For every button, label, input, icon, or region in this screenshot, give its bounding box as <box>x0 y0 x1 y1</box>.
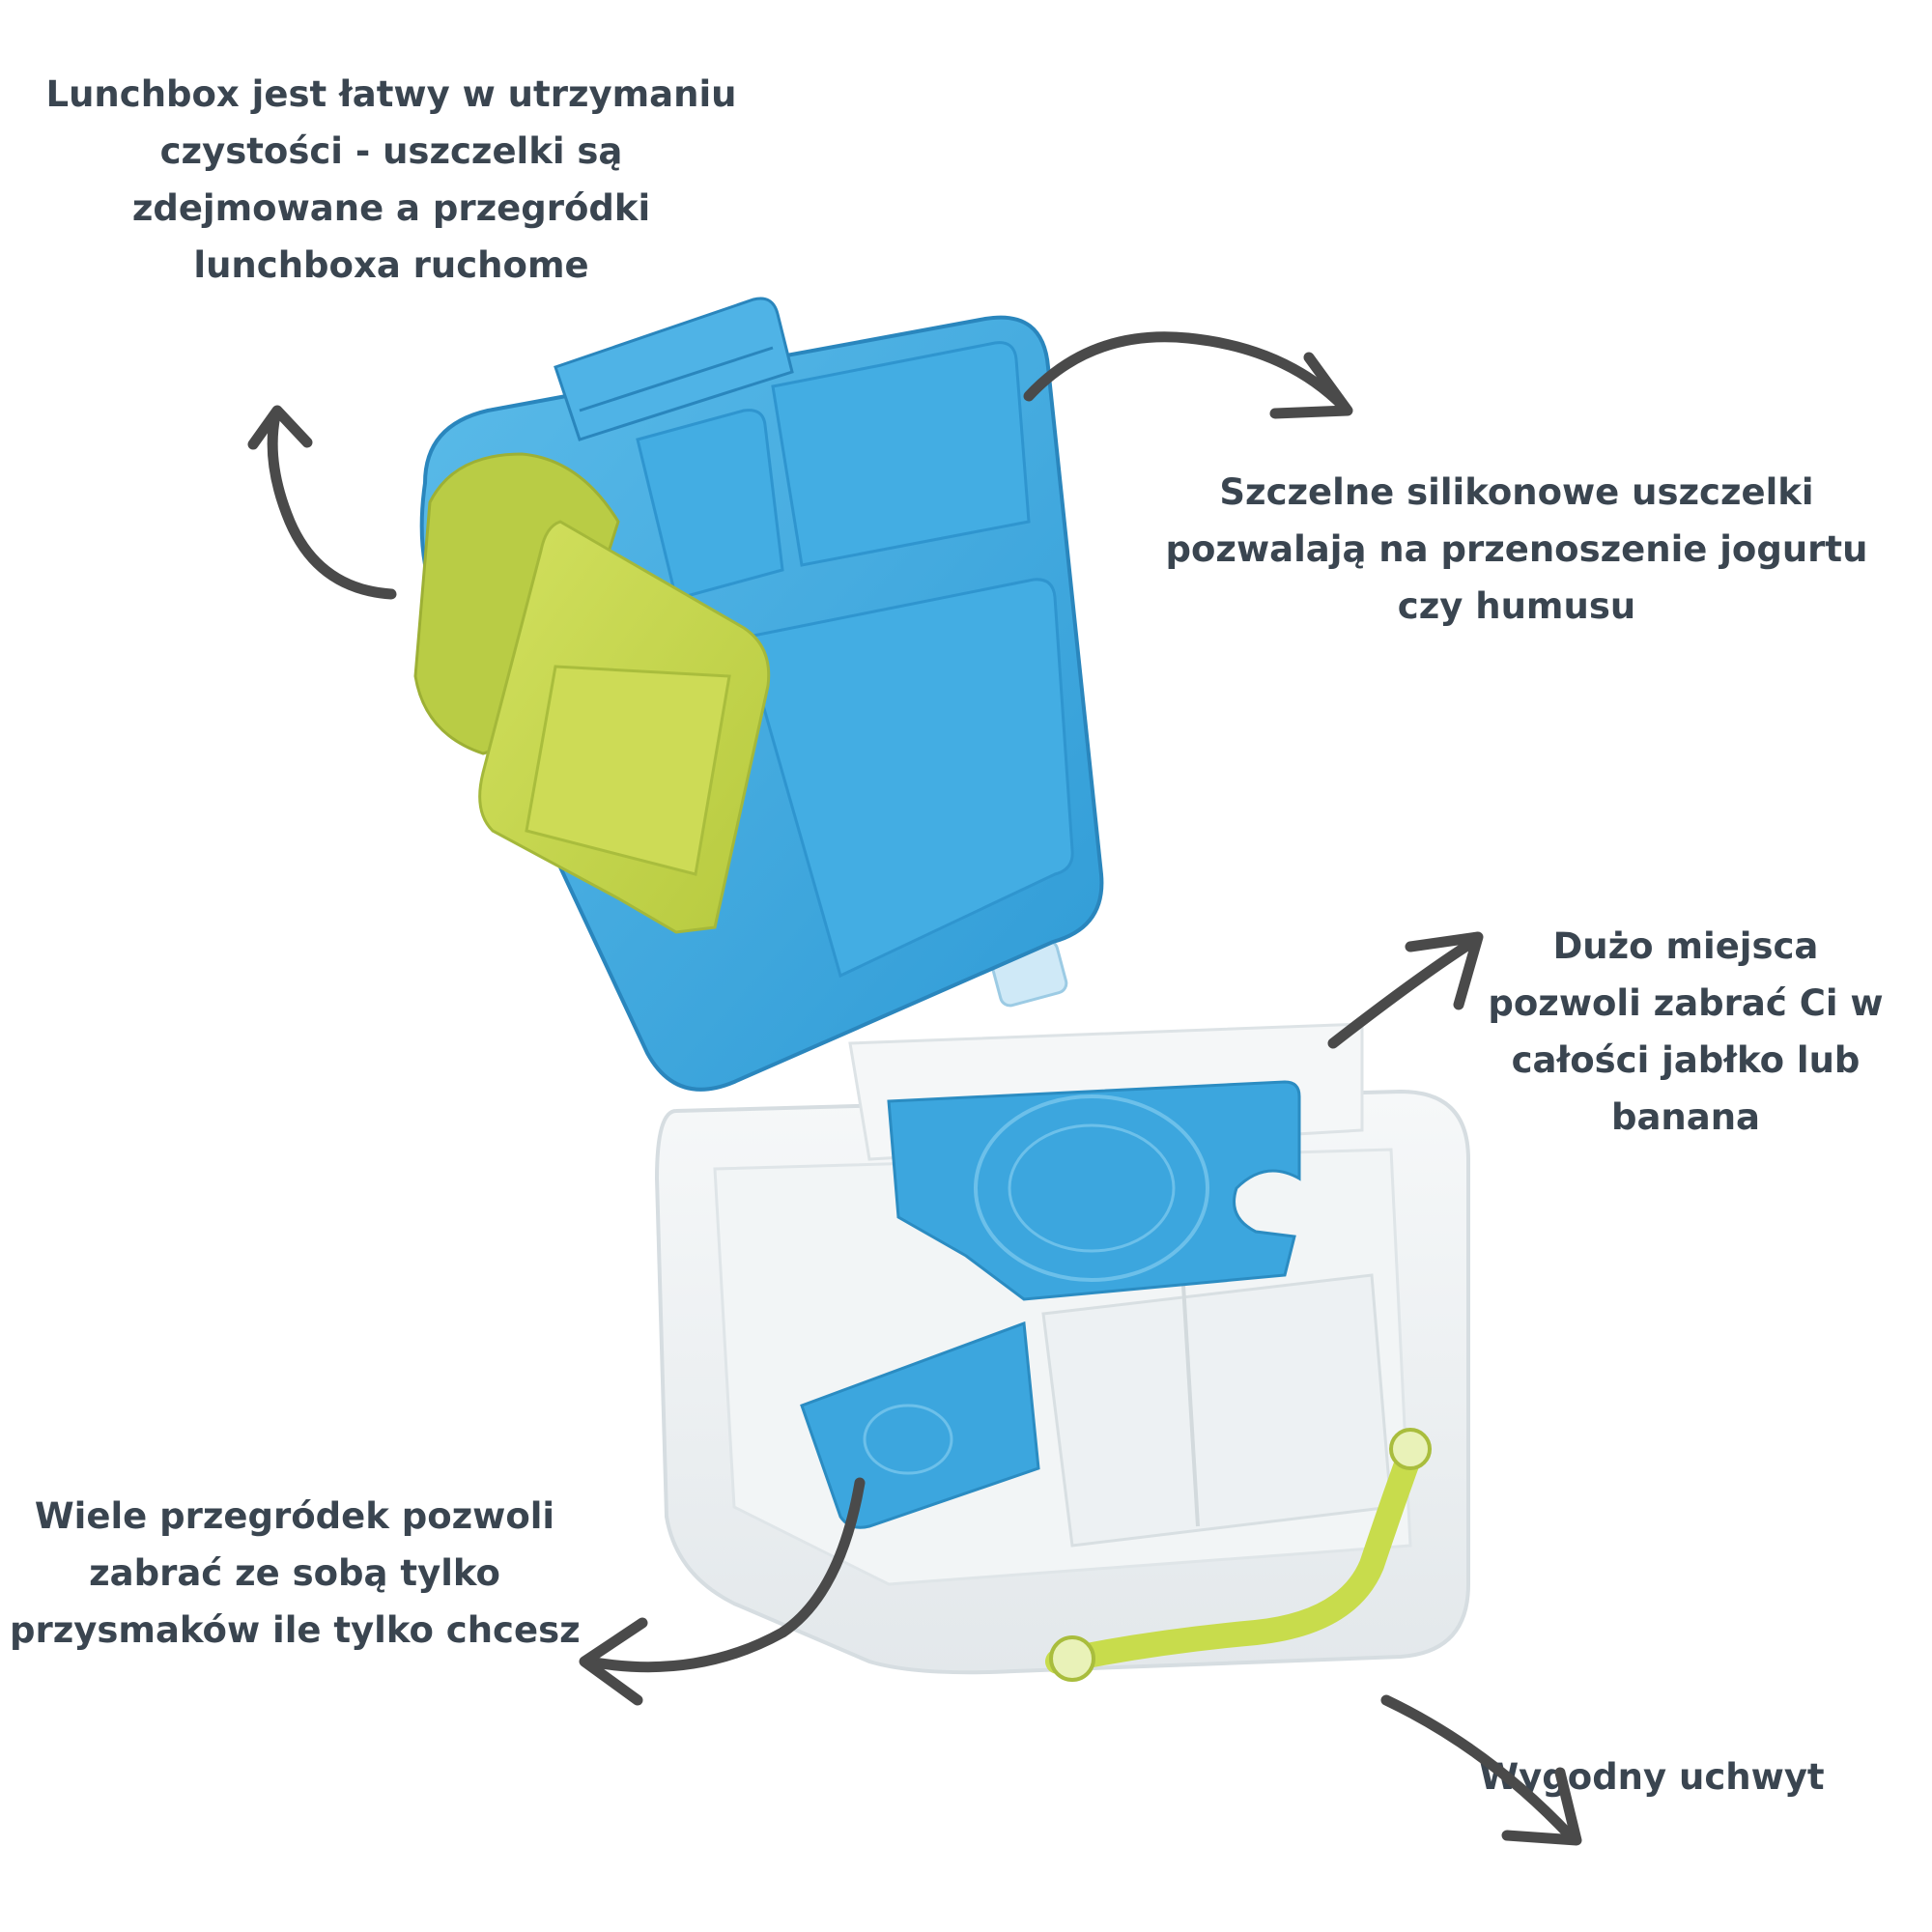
caption-line: czy humusu <box>1397 585 1636 627</box>
caption-lots-of-space: Dużo miejsca pozwoli zabrać Ci w całości… <box>1468 918 1903 1146</box>
arrow-right-top-head <box>1269 352 1353 419</box>
caption-line: Wiele przegródek pozwoli <box>34 1495 555 1537</box>
caption-line: przysmaków ile tylko chcesz <box>10 1609 581 1651</box>
caption-line: pozwoli zabrać Ci w <box>1488 982 1884 1024</box>
arrow-down-right <box>1380 1694 1576 1841</box>
caption-line: czystości - uszczelki są <box>159 130 623 172</box>
caption-many-compartments: Wiele przegródek pozwoli zabrać ze sobą … <box>10 1488 581 1659</box>
caption-easy-cleaning: Lunchbox jest łatwy w utrzymaniu czystoś… <box>39 66 744 294</box>
caption-line: Lunchbox jest łatwy w utrzymaniu <box>45 73 737 115</box>
caption-silicone-seals: Szczelne silikonowe uszczelki pozwalają … <box>1140 464 1893 635</box>
clear-tray <box>654 1022 1470 1675</box>
caption-handle: Wygodny uchwyt <box>1449 1748 1855 1805</box>
caption-line: zdejmowane a przegródki <box>131 187 651 229</box>
caption-line: zabrać ze sobą tylko <box>89 1552 500 1594</box>
arrow-down-left <box>583 1477 866 1673</box>
lime-handle <box>1045 1428 1432 1682</box>
caption-line: Wygodny uchwyt <box>1479 1756 1825 1798</box>
arrow-down-right-head <box>1501 1767 1582 1846</box>
arrow-right-top <box>1023 331 1349 412</box>
annotation-arrows <box>247 331 1582 1846</box>
arrow-up-right <box>1327 936 1479 1049</box>
arrow-down-left-head <box>579 1617 648 1706</box>
arrow-up-left-head <box>247 405 313 450</box>
caption-line: całości jabłko lub <box>1511 1039 1861 1081</box>
lime-seal-insert <box>413 452 771 934</box>
caption-line: banana <box>1610 1096 1761 1138</box>
caption-line: pozwalają na przenoszenie jogurtu <box>1165 528 1868 570</box>
caption-line: lunchboxa ruchome <box>193 244 589 286</box>
arrow-up-right-head <box>1405 931 1484 1010</box>
arrow-up-left <box>267 410 397 600</box>
caption-line: Szczelne silikonowe uszczelki <box>1219 471 1814 513</box>
caption-line: Dużo miejsca <box>1552 925 1819 967</box>
